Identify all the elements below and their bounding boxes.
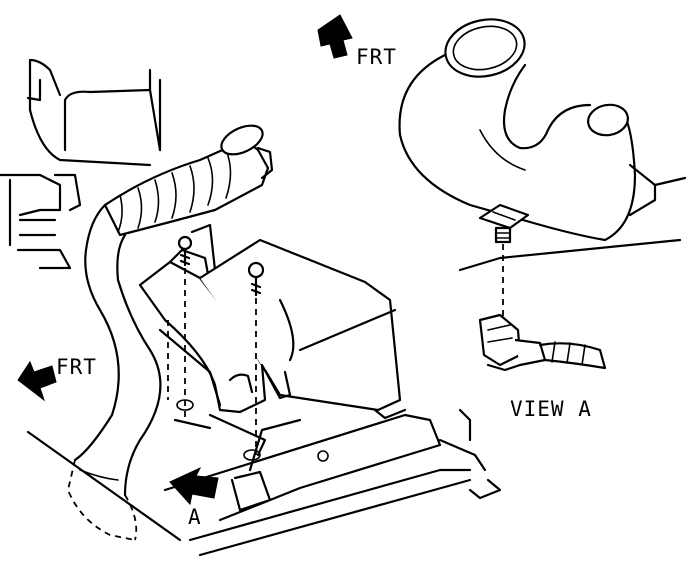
front-arrow-left-icon <box>17 360 57 402</box>
engine-block <box>0 58 162 270</box>
air-intake-duct <box>103 124 274 237</box>
view-a-title: VIEW A <box>510 397 592 421</box>
view-a-duct <box>398 18 657 242</box>
iat-sensor-mount <box>478 203 530 320</box>
iat-sensor-connector <box>478 313 607 372</box>
view-a-arrow-icon <box>169 466 219 506</box>
view-a-bracket-line <box>653 176 687 187</box>
ecm-module-box <box>199 238 407 420</box>
view-a-frame-line <box>458 238 682 272</box>
mounting-bolts <box>167 235 265 461</box>
front-arrow-top-icon <box>317 14 353 59</box>
view-a-callout-letter: A <box>188 505 202 529</box>
front-label-top: FRT <box>356 45 397 69</box>
radiator-support-frame <box>26 408 502 557</box>
front-label-left: FRT <box>56 355 97 379</box>
